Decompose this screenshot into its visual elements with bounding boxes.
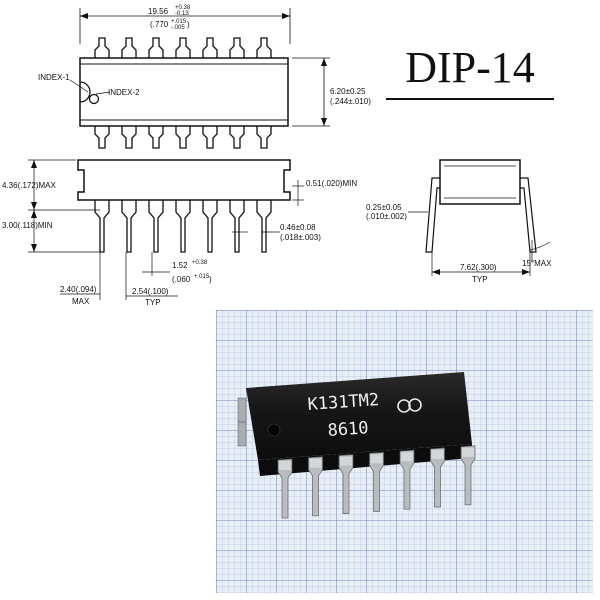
chip-marking-line2: 8610 <box>327 418 369 441</box>
row-spacing-word: TYP <box>472 275 488 284</box>
chip-marking-line1: К131ТМ2 <box>307 390 380 415</box>
front-lead <box>399 449 415 510</box>
top-pin <box>148 37 164 58</box>
pitch-word: TYP <box>145 298 161 307</box>
end-max-label: 2.40(.094) <box>60 285 97 294</box>
length-inch-tol-minus: -.005 <box>171 25 185 31</box>
bottom-pin <box>94 126 110 149</box>
side-lead <box>202 200 218 253</box>
side-lead <box>229 200 245 253</box>
front-leads <box>277 445 476 519</box>
width-dim-label: 6.20±0.25 <box>330 87 366 96</box>
front-lead-highlight <box>340 456 352 466</box>
front-lead-highlight <box>309 458 322 468</box>
pitch-label: 2.54(.100) <box>132 287 169 296</box>
front-lead-highlight <box>401 452 413 462</box>
front-lead <box>369 452 384 512</box>
row-spacing-label: 7.62(.300) <box>460 263 497 272</box>
front-lead <box>277 458 293 519</box>
lead-thickness-label: 0.25±0.05 <box>366 203 402 212</box>
top-view-labels: 19.56 +0.38 -0.13 (.770 +.015 -.005 ) IN… <box>38 5 371 106</box>
shoulder-inch-tol-label: +.015 <box>194 274 210 280</box>
top-pin <box>256 37 272 58</box>
front-lead-highlight <box>279 461 291 470</box>
index1-label: INDEX-1 <box>38 73 70 82</box>
top-pin <box>229 37 245 58</box>
front-lead <box>460 445 476 506</box>
length-dim-label: 19.56 <box>148 7 169 16</box>
shoulder-inch-label: (.060 <box>172 275 191 284</box>
chip-body <box>246 372 472 460</box>
end-view <box>408 159 551 276</box>
lead-width-label: 0.46±0.08 <box>280 223 316 232</box>
top-pin <box>202 37 218 58</box>
top-view <box>69 8 330 149</box>
shoulder-label: 1.52 <box>172 261 188 270</box>
front-lead <box>308 456 323 517</box>
height-max-label: 4.36(.172)MAX <box>2 181 56 190</box>
shoulder-inch-close: ) <box>209 275 212 284</box>
front-lead-highlight <box>370 454 383 464</box>
seat-min-label: 3.00(.118)MIN <box>2 221 53 230</box>
pin1-dot <box>267 423 281 437</box>
index2-label: INDEX-2 <box>108 88 140 97</box>
end-view-labels: 0.25±0.05 (.010±.002) 7.62(.300) TYP 15°… <box>366 203 552 284</box>
front-lead-highlight <box>462 447 474 457</box>
side-lead <box>94 200 110 253</box>
end-max-word: MAX <box>72 297 90 306</box>
manufacturer-logo <box>397 398 422 413</box>
length-tol-plus: +0.38 <box>175 5 191 11</box>
bottom-pin <box>175 126 191 149</box>
top-pin <box>94 37 110 58</box>
bottom-pin <box>202 126 218 149</box>
bottom-pin <box>229 126 245 149</box>
side-view-labels: 4.36(.172)MAX 3.00(.118)MIN 0.51(.020)MI… <box>2 179 357 307</box>
side-lead <box>175 200 191 253</box>
top-pin <box>121 37 137 58</box>
length-inch-label: (.770 <box>150 20 169 29</box>
side-lead <box>121 200 137 253</box>
back-pins <box>237 397 247 447</box>
side-lead <box>256 200 272 253</box>
standoff-label: 0.51(.020)MIN <box>306 179 357 188</box>
shoulder-tol-label: +0.38 <box>192 260 208 266</box>
bottom-pin <box>148 126 164 149</box>
width-inch-label: (.244±.010) <box>330 97 371 106</box>
side-lead <box>148 200 164 253</box>
chip-photo-graphic: К131ТМ2 8610 <box>216 310 593 593</box>
package-title: DIP-14 <box>405 43 535 92</box>
lead-width-inch-label: (.018±.003) <box>280 233 321 242</box>
lead-thickness-inch-label: (.010±.002) <box>366 212 407 221</box>
front-lead <box>338 454 354 514</box>
bottom-pin <box>121 126 137 149</box>
length-inch-close: ) <box>187 20 190 29</box>
side-view <box>28 159 304 300</box>
title-underline <box>386 98 554 100</box>
front-lead-highlight <box>431 450 444 459</box>
bottom-pin <box>256 126 272 149</box>
length-inch-tol-plus: +.015 <box>171 19 187 25</box>
front-lead <box>430 447 445 508</box>
chip-photo: К131ТМ2 8610 <box>216 310 593 593</box>
length-tol-minus: -0.13 <box>175 11 189 17</box>
angle-label: 15°MAX <box>522 259 552 268</box>
top-pin <box>175 37 191 58</box>
